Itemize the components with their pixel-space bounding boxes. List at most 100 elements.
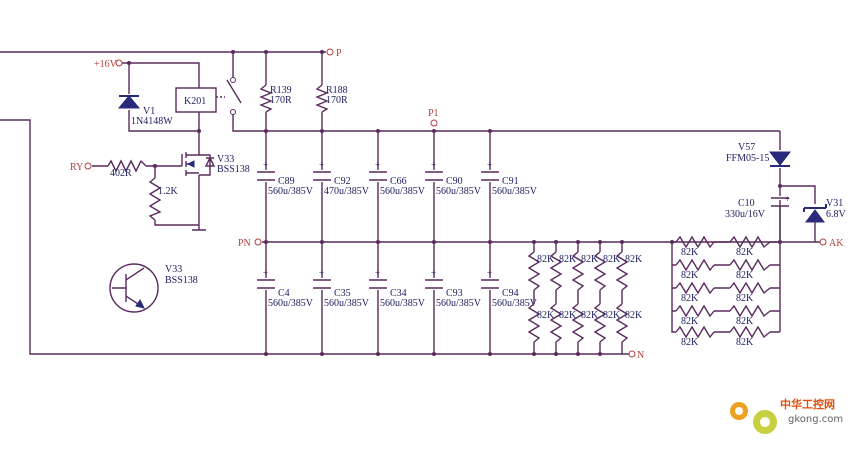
ladder-resistor-bank: 82K 82K 82K 82K 82K 82K 82K 82K 82K 82K [675, 235, 771, 348]
junctions [127, 50, 782, 356]
bleed-resistor-value: 82K [625, 254, 643, 265]
cap-c35-value: 560u/385V [324, 298, 370, 309]
ladder-row: 82K 82K [675, 304, 771, 327]
relay-ref: K201 [184, 96, 206, 107]
ladder-resistor-value: 82K [681, 270, 699, 281]
watermark-url: gkong.com [788, 414, 843, 425]
bleed-resistor: 82K 82K [615, 251, 643, 343]
cap-c92: + C92 470u/385V [313, 160, 370, 197]
bleed-resistor: 82K 82K [549, 251, 577, 343]
resistor-1-2k-value: 1.2K [158, 186, 179, 197]
cap-c66: + C66 560u/385V [369, 160, 426, 197]
net-n: N [628, 350, 644, 361]
watermark-logo: 中华工控网 gkong.com [730, 397, 843, 434]
cap-c4-value: 560u/385V [268, 298, 314, 309]
cap-c66-value: 560u/385V [380, 186, 426, 197]
mosfet-ref: V33 [217, 154, 234, 165]
cap-c90-value: 560u/385V [436, 186, 482, 197]
zener-v31: V31 6.8V [803, 198, 847, 223]
cap-c10-ref: C10 [738, 198, 755, 209]
cap-c4-ref: C4 [278, 288, 290, 299]
net-16v: +16V [94, 59, 123, 70]
net-pn: PN [238, 238, 262, 249]
watermark-cn: 中华工控网 [780, 397, 835, 411]
net-ry: RY [70, 162, 92, 173]
bleed-resistor-value: 82K [625, 310, 643, 321]
cap-c93-ref: C93 [446, 288, 463, 299]
cap-c34-ref: C34 [390, 288, 407, 299]
bleed-resistor-value: 82K [559, 254, 577, 265]
ladder-resistor-value: 82K [736, 337, 754, 348]
svg-text:+: + [263, 160, 268, 170]
r139-ref: R139 [270, 85, 292, 96]
ladder-resistor-value: 82K [681, 316, 699, 327]
cap-c90: + C90 560u/385V [425, 160, 482, 197]
net-p1: P1 [428, 108, 439, 127]
svg-text:+: + [431, 160, 436, 170]
svg-text:+: + [431, 268, 436, 278]
diode-v1-part: 1N4148W [131, 116, 173, 127]
bleed-resistor-value: 82K [603, 310, 621, 321]
bleed-resistor: 82K 82K [527, 251, 555, 343]
cap-c92-ref: C92 [334, 176, 351, 187]
svg-text:+: + [375, 268, 380, 278]
ladder-row: 82K 82K [675, 235, 771, 258]
cap-c93: + C93 560u/385V [425, 268, 482, 309]
bleed-resistor: 82K 82K [571, 251, 599, 343]
cap-c94: + C94 560u/385V [481, 268, 538, 309]
cap-c92-value: 470u/385V [324, 186, 370, 197]
cap-c34: + C34 560u/385V [369, 268, 426, 309]
r188-value: 170R [326, 95, 348, 106]
transistor-ref: V33 [165, 264, 182, 275]
bleed-resistor-value: 82K [559, 310, 577, 321]
ladder-resistor-value: 82K [681, 293, 699, 304]
net-label-n: N [637, 350, 644, 361]
ladder-row: 82K 82K [675, 258, 771, 281]
net-label-16v: +16V [94, 59, 118, 70]
svg-text:+: + [375, 160, 380, 170]
relay-k201: K201 [175, 77, 242, 115]
diode-v1: V1 1N4148W [117, 95, 173, 127]
cap-c91-value: 560u/385V [492, 186, 538, 197]
cap-c89-ref: C89 [278, 176, 295, 187]
cap-c90-ref: C90 [446, 176, 463, 187]
net-label-ry: RY [70, 162, 83, 173]
cap-c4: + C4 560u/385V [257, 268, 314, 309]
bleed-resistor-value: 82K [603, 254, 621, 265]
ladder-row: 82K 82K [675, 325, 771, 348]
cap-c91: + C91 560u/385V [481, 160, 538, 197]
mosfet-v33: V33 BSS138 [181, 152, 250, 176]
ladder-resistor-value: 82K [681, 337, 699, 348]
cap-c89-value: 560u/385V [268, 186, 314, 197]
svg-text:+: + [785, 194, 790, 204]
net-label-pn: PN [238, 238, 251, 249]
svg-text:+: + [487, 160, 492, 170]
svg-text:+: + [487, 268, 492, 278]
resistor-402r-value: 402R [110, 168, 132, 179]
cap-c66-ref: C66 [390, 176, 407, 187]
svg-text:+: + [319, 160, 324, 170]
cap-c35: + C35 560u/385V [313, 268, 370, 309]
resistor-402r: 402R [107, 159, 147, 179]
cap-c10: + C10 330u/16V [725, 194, 790, 242]
diode-v1-ref: V1 [143, 106, 155, 117]
svg-text:+: + [319, 268, 324, 278]
ladder-resistor-value: 82K [736, 270, 754, 281]
net-p: P [326, 48, 342, 59]
cap-c35-ref: C35 [334, 288, 351, 299]
bleed-resistor: 82K 82K [593, 251, 621, 343]
cap-c93-value: 560u/385V [436, 298, 482, 309]
bleed-resistor-value: 82K [581, 310, 599, 321]
net-ak: AK [819, 238, 844, 249]
transistor-v33: V33 BSS138 [109, 263, 198, 313]
cap-c94-ref: C94 [502, 288, 519, 299]
svg-text:+: + [263, 268, 268, 278]
transistor-part: BSS138 [165, 275, 198, 286]
r139-value: 170R [270, 95, 292, 106]
net-label-p1: P1 [428, 108, 439, 119]
r188-ref: R188 [326, 85, 348, 96]
ladder-resistor-value: 82K [681, 247, 699, 258]
zener-v31-value: 6.8V [826, 209, 847, 220]
diode-v57-ref: V57 [738, 142, 755, 153]
